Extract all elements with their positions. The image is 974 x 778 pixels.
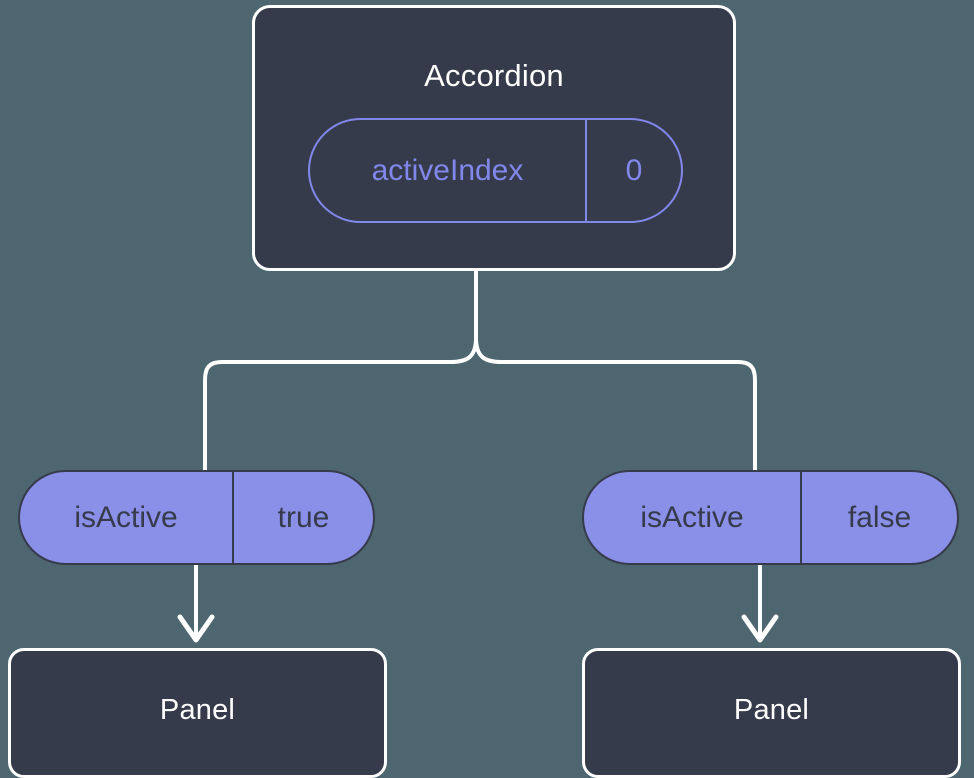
arrow-down-left-icon: [177, 565, 215, 643]
prop-pill-is-active-true-value: true: [232, 472, 373, 563]
fork-branch-left: [203, 336, 478, 472]
node-panel-left-title: Panel: [159, 693, 236, 726]
prop-pill-is-active-false-value: false: [800, 472, 957, 563]
node-panel-right[interactable]: Panel: [582, 648, 961, 778]
node-panel-right-title: Panel: [733, 693, 810, 726]
prop-pill-is-active-true[interactable]: isActive true: [18, 470, 375, 565]
state-pill-active-index[interactable]: activeIndex 0: [308, 118, 683, 223]
state-pill-active-index-key: activeIndex: [371, 153, 524, 187]
fork-branch-right: [474, 336, 757, 472]
node-panel-left[interactable]: Panel: [8, 648, 387, 778]
prop-pill-is-active-true-key: isActive: [74, 500, 178, 534]
state-pill-active-index-value: 0: [585, 120, 681, 221]
arrow-down-right-icon: [741, 565, 779, 643]
prop-pill-is-active-false-key: isActive: [640, 500, 744, 534]
node-accordion-title: Accordion: [424, 58, 564, 93]
prop-pill-is-active-false[interactable]: isActive false: [582, 470, 959, 565]
